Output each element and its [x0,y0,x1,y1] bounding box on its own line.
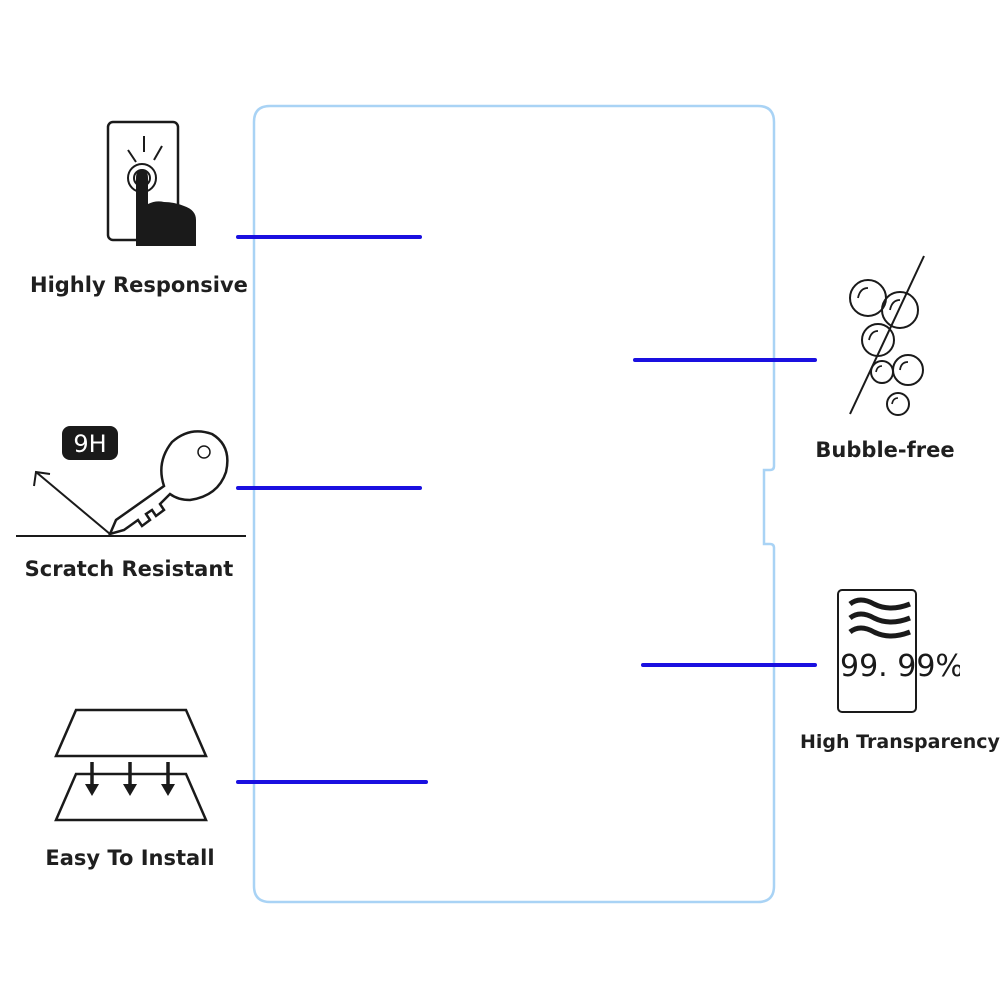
pointer-line-bubble [633,358,817,362]
hardness-badge: 9H [73,430,106,458]
label-easy-to-install: Easy To Install [45,846,215,870]
transparency-value: 99. 99% [840,649,960,684]
key-scratch-icon: 9H [16,426,246,537]
bubbles-icon [849,255,925,416]
label-high-transparency: High Transparency [800,731,1000,753]
label-highly-responsive: Highly Responsive [30,273,248,297]
touch-finger-icon [106,120,196,246]
transparency-icon: 99. 99% [837,589,960,713]
pointer-line-install [236,780,428,784]
pointer-line-responsive [236,235,422,239]
film-layers-icon [54,708,208,822]
label-bubble-free: Bubble-free [815,438,955,462]
pointer-line-transparency [641,663,817,667]
pointer-line-scratch [236,486,422,490]
label-scratch-resistant: Scratch Resistant [24,557,234,581]
